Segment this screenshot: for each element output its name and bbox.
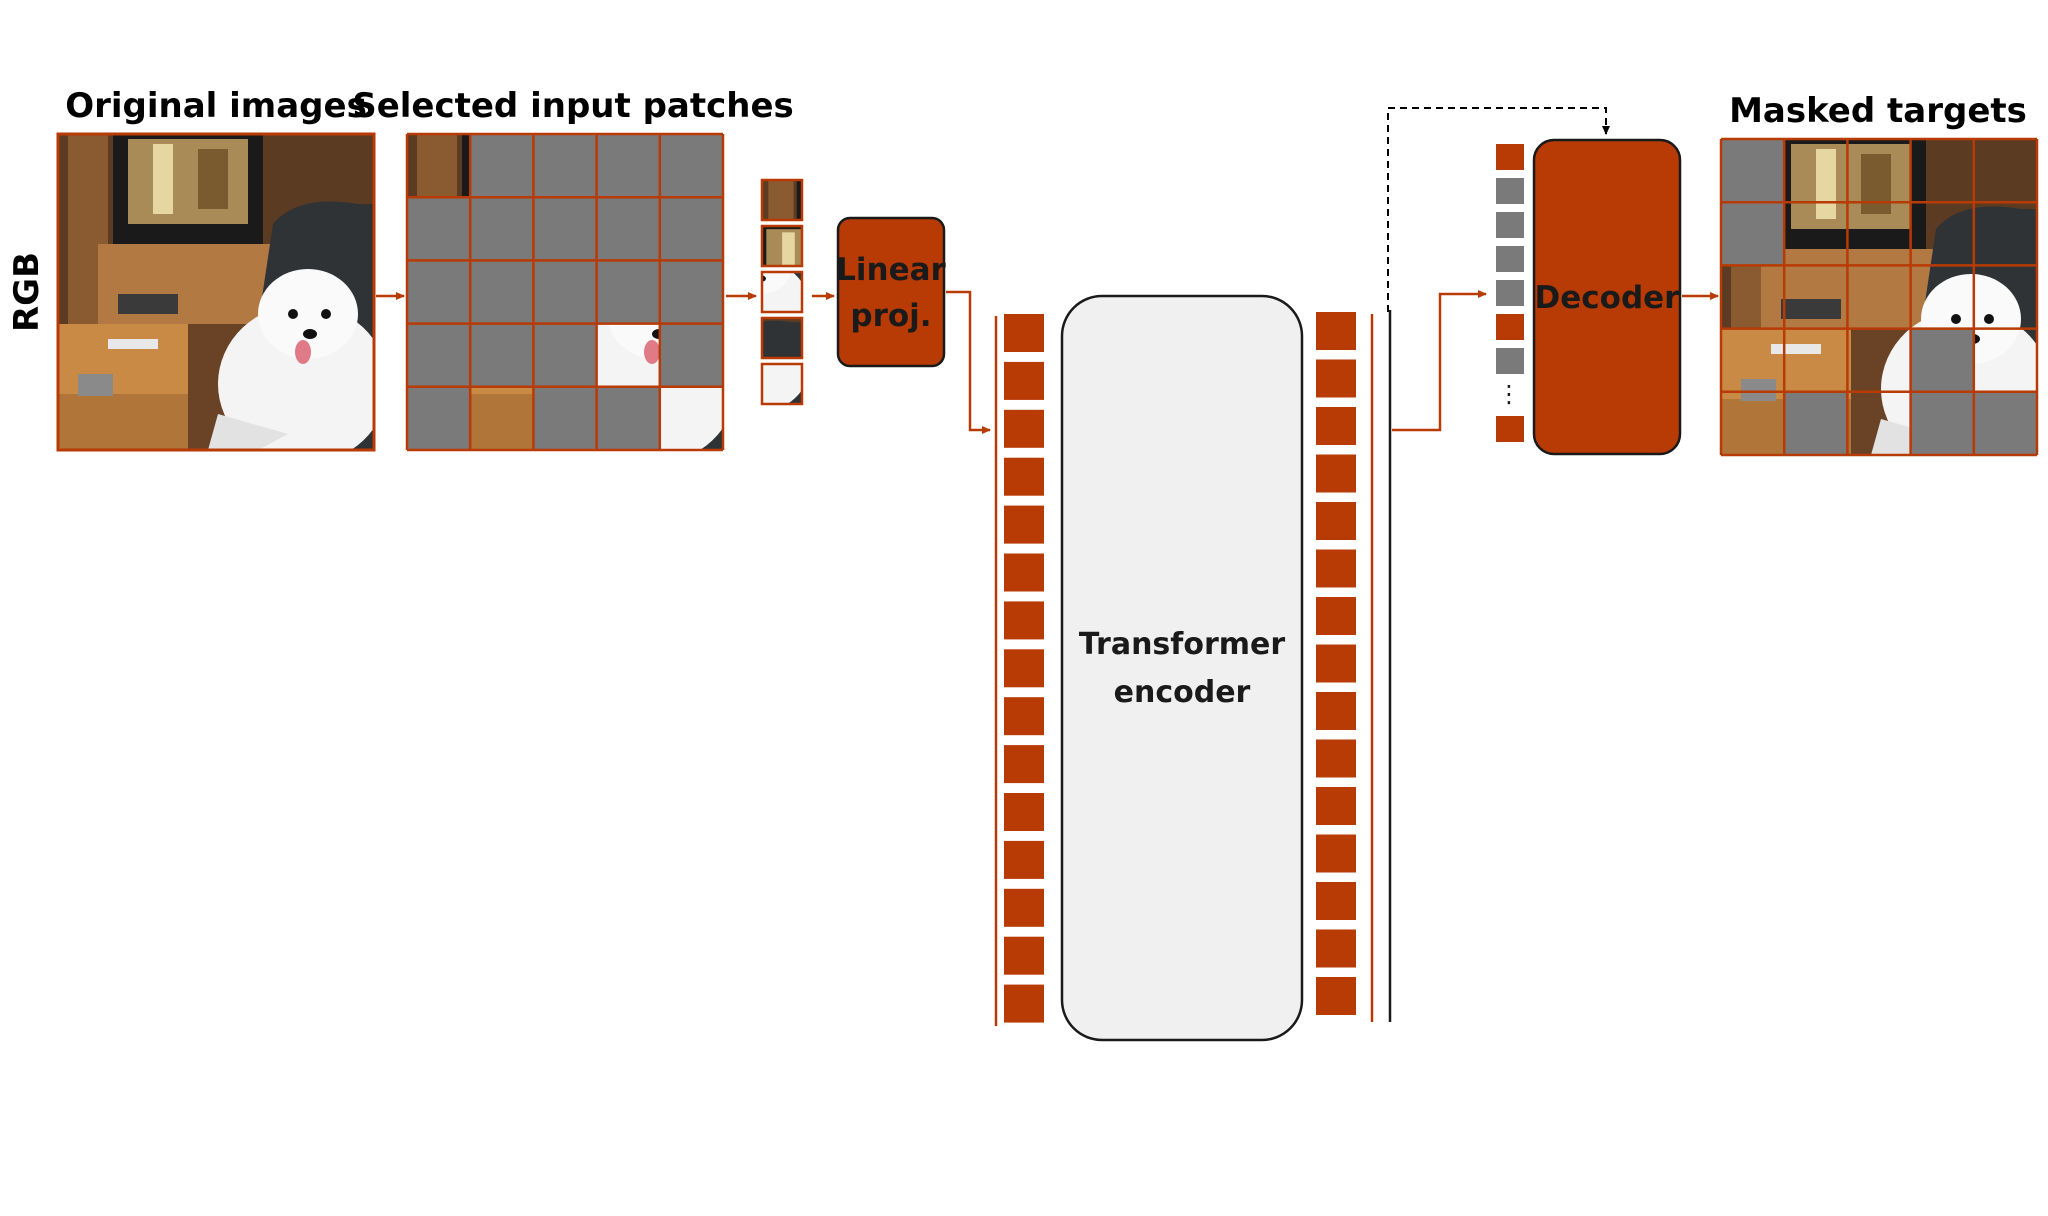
arrow-right-icon xyxy=(946,290,991,434)
linear-projection-block: Linear proj. xyxy=(836,216,947,368)
patch-token xyxy=(760,224,804,268)
token xyxy=(1316,834,1356,873)
masked-patch xyxy=(659,323,723,387)
visible-token xyxy=(1496,144,1524,170)
dashed-arrow-icon xyxy=(1387,107,1610,312)
token xyxy=(1004,409,1044,448)
title-original-images: Original images xyxy=(65,86,367,126)
masked-patch xyxy=(596,134,660,198)
patch-token xyxy=(760,316,804,360)
masked-patch xyxy=(470,260,534,324)
patch-token xyxy=(760,270,804,314)
title-selected-input-patches: Selected input patches xyxy=(352,86,794,126)
decoder-input-tokens xyxy=(1496,144,1524,442)
masked-targets-grid xyxy=(1719,137,2039,457)
token xyxy=(1004,553,1044,592)
title-masked-targets: Masked targets xyxy=(1729,91,2027,131)
masked-patch xyxy=(1910,328,1974,392)
masked-patch xyxy=(1721,202,1785,266)
token xyxy=(1316,359,1356,398)
patch-token xyxy=(760,362,804,406)
decoder-label: Decoder xyxy=(1535,280,1681,316)
encoder-output-tokens xyxy=(1316,312,1356,1015)
masked-patch xyxy=(596,386,660,450)
patch-token xyxy=(760,178,804,222)
visible-token xyxy=(1496,416,1524,442)
token xyxy=(1316,597,1356,635)
linear-proj-label-line2: proj. xyxy=(850,298,931,334)
token xyxy=(1316,407,1356,445)
mask-token xyxy=(1496,178,1524,204)
masked-patch xyxy=(533,386,597,450)
token xyxy=(1004,936,1044,975)
row-label-rgb: RGB xyxy=(7,252,47,332)
masked-patch xyxy=(659,197,723,261)
token xyxy=(1004,457,1044,496)
masked-patch xyxy=(659,134,723,198)
original-image xyxy=(56,132,376,452)
token xyxy=(1004,888,1044,927)
masked-patch xyxy=(1973,391,2037,455)
masked-patch xyxy=(1910,391,1974,455)
token xyxy=(1004,601,1044,640)
token xyxy=(1004,745,1044,784)
masked-patch xyxy=(596,260,660,324)
masked-patch xyxy=(407,323,471,387)
ellipsis-dots: ⋮ xyxy=(1497,380,1521,408)
visible-token xyxy=(1496,314,1524,340)
masked-patch xyxy=(470,197,534,261)
token xyxy=(1316,644,1356,683)
token xyxy=(1316,502,1356,540)
token xyxy=(1004,840,1044,879)
token xyxy=(1316,312,1356,350)
masked-patch xyxy=(407,260,471,324)
token xyxy=(1004,314,1044,352)
decoder-block: Decoder xyxy=(1532,138,1682,456)
encoder-input-tokens xyxy=(1004,314,1044,1023)
token xyxy=(1316,882,1356,920)
token xyxy=(1004,697,1044,736)
masked-patch xyxy=(470,134,534,198)
masked-patch xyxy=(596,197,660,261)
mask-token xyxy=(1496,212,1524,238)
transformer-encoder-block: Transformer encoder xyxy=(1060,294,1304,1042)
masked-patch xyxy=(533,260,597,324)
masked-patch xyxy=(407,197,471,261)
token xyxy=(1316,454,1356,493)
arrow-right-icon xyxy=(1392,290,1487,432)
mask-token xyxy=(1496,348,1524,374)
masked-patch xyxy=(407,386,471,450)
linear-proj-label-line1: Linear xyxy=(836,252,946,288)
token xyxy=(1004,361,1044,400)
token xyxy=(1316,929,1356,968)
encoder-label-line1: Transformer xyxy=(1079,627,1285,662)
token xyxy=(1316,549,1356,588)
token xyxy=(1004,793,1044,831)
masked-patch xyxy=(659,260,723,324)
token xyxy=(1004,984,1044,1023)
token xyxy=(1316,977,1356,1015)
token xyxy=(1004,649,1044,688)
masked-patch xyxy=(533,134,597,198)
masked-patch xyxy=(533,323,597,387)
masked-patch xyxy=(1784,391,1848,455)
token xyxy=(1316,787,1356,825)
encoder-label-line2: encoder xyxy=(1114,675,1251,710)
token xyxy=(1316,692,1356,730)
mask-token xyxy=(1496,246,1524,272)
token xyxy=(1004,505,1044,544)
visible-patch-tokens xyxy=(760,178,804,406)
selected-patches-grid xyxy=(405,132,725,452)
mask-token xyxy=(1496,280,1524,306)
masked-patch xyxy=(533,197,597,261)
token xyxy=(1316,739,1356,778)
masked-patch xyxy=(470,323,534,387)
masked-patch xyxy=(1721,139,1785,203)
